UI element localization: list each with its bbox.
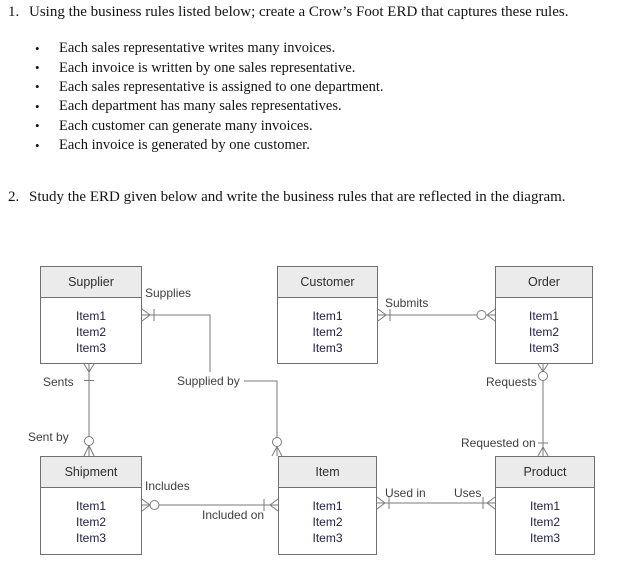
list-item: • Each invoice is generated by one custo… <box>35 136 384 155</box>
relationship-label-supplied-by: Supplied by <box>177 374 240 388</box>
connector-sents <box>83 363 95 457</box>
entity-customer: Customer Item1 Item2 Item3 <box>277 266 378 364</box>
attribute: Item3 <box>528 341 559 355</box>
attribute: Item1 <box>312 499 343 513</box>
list-item: • Each sales representative writes many … <box>35 39 384 58</box>
entity-item: Item Item1 Item2 Item3 <box>278 456 377 555</box>
entity-customer-attributes: Item1 Item2 Item3 <box>278 298 377 356</box>
connector-submits <box>377 308 496 322</box>
relationship-label-sents: Sents <box>43 375 74 389</box>
entity-customer-name: Customer <box>278 267 377 298</box>
entity-product-name: Product <box>496 457 594 488</box>
relationship-label-requests: Requests <box>486 375 537 389</box>
entity-order-attributes: Item1 Item2 Item3 <box>496 298 592 356</box>
rule-text: Each department has many sales represent… <box>59 98 342 115</box>
entity-supplier: Supplier Item1 Item2 Item3 <box>40 266 142 364</box>
question-2: 2. Study the ERD given below and write t… <box>8 189 608 206</box>
list-item: • Each invoice is written by one sales r… <box>35 58 384 77</box>
rule-text: Each sales representative is assigned to… <box>59 78 384 95</box>
bullet-icon: • <box>35 118 40 134</box>
attribute: Item1 <box>75 309 106 323</box>
attribute: Item3 <box>312 341 343 355</box>
attribute: Item1 <box>529 499 560 513</box>
entity-shipment-attributes: Item1 Item2 Item3 <box>41 488 141 546</box>
rule-text: Each sales representative writes many in… <box>59 40 336 57</box>
rule-text: Each invoice is written by one sales rep… <box>59 59 356 76</box>
list-item: • Each customer can generate many invoic… <box>35 117 384 136</box>
relationship-label-included-on: Included on <box>202 508 265 522</box>
attribute: Item2 <box>528 325 559 339</box>
question-2-number: 2. <box>8 189 20 205</box>
bullet-icon: • <box>35 60 40 76</box>
question-1-number: 1. <box>8 4 20 20</box>
list-item: • Each department has many sales represe… <box>35 97 384 116</box>
attribute: Item3 <box>312 531 343 545</box>
attribute: Item1 <box>312 309 343 323</box>
entity-item-attributes: Item1 Item2 Item3 <box>279 488 376 546</box>
attribute: Item2 <box>312 325 343 339</box>
attribute: Item3 <box>529 531 560 545</box>
connector-supplies <box>141 308 211 372</box>
relationship-label-supplies: Supplies <box>145 286 192 300</box>
bullet-icon: • <box>35 40 40 56</box>
entity-shipment: Shipment Item1 Item2 Item3 <box>40 456 142 555</box>
bullet-icon: • <box>35 98 40 114</box>
attribute: Item1 <box>75 499 106 513</box>
relationship-label-includes: Includes <box>145 479 190 493</box>
entity-supplier-attributes: Item1 Item2 Item3 <box>41 298 141 356</box>
attribute: Item2 <box>75 515 106 529</box>
rule-text: Each invoice is generated by one custome… <box>59 137 310 154</box>
entity-order: Order Item1 Item2 Item3 <box>495 266 593 364</box>
business-rules-list: • Each sales representative writes many … <box>35 39 384 155</box>
relationship-label-uses: Uses <box>454 486 482 500</box>
entity-product-attributes: Item1 Item2 Item3 <box>496 488 594 546</box>
entity-shipment-name: Shipment <box>41 457 141 488</box>
relationship-label-sent-by: Sent by <box>28 430 69 444</box>
relationship-label-requested-on: Requested on <box>461 436 536 450</box>
entity-product: Product Item1 Item2 Item3 <box>495 456 595 555</box>
question-1-text: Using the business rules listed below; c… <box>29 4 569 20</box>
attribute: Item2 <box>75 325 106 339</box>
attribute: Item2 <box>529 515 560 529</box>
entity-order-name: Order <box>496 267 592 298</box>
connector-requests <box>537 363 549 457</box>
rule-text: Each customer can generate many invoices… <box>59 117 313 134</box>
question-2-text: Study the ERD given below and write the … <box>29 189 566 205</box>
entity-supplier-name: Supplier <box>41 267 141 298</box>
bullet-icon: • <box>35 79 40 95</box>
attribute: Item3 <box>75 531 106 545</box>
bullet-icon: • <box>35 137 40 153</box>
list-item: • Each sales representative is assigned … <box>35 78 384 97</box>
attribute: Item3 <box>75 341 106 355</box>
question-1: 1. Using the business rules listed below… <box>8 4 608 21</box>
relationship-label-used-in: Used in <box>385 486 426 500</box>
attribute: Item1 <box>528 309 559 323</box>
relationship-label-submits: Submits <box>385 296 429 310</box>
connector-supplied-by <box>244 380 283 457</box>
attribute: Item2 <box>312 515 343 529</box>
entity-item-name: Item <box>279 457 376 488</box>
